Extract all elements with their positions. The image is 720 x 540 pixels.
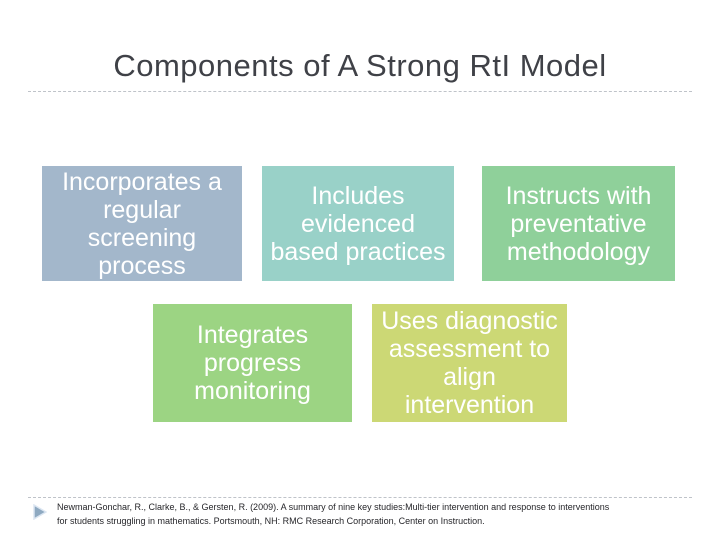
arrow-bullet-icon [33, 504, 47, 520]
component-box-preventative-methodology: Instructs with preventative methodology [482, 166, 675, 281]
component-box-label: Incorporates a regular screening process [62, 167, 222, 280]
component-box-screening: Incorporates a regular screening process [42, 166, 242, 281]
component-box-diagnostic-assessment: Uses diagnostic assessment to align inte… [372, 304, 567, 422]
component-box-evidence-practices: Includes evidenced based practices [262, 166, 454, 281]
component-box-label: Integrates progress monitoring [194, 321, 311, 405]
component-box-label: Uses diagnostic assessment to align inte… [381, 307, 558, 419]
footer-citation-row: Newman-Gonchar, R., Clarke, B., & Gerste… [33, 501, 693, 528]
component-box-progress-monitoring: Integrates progress monitoring [153, 304, 352, 422]
slide-title: Components of A Strong RtI Model [113, 48, 607, 83]
title-divider [28, 91, 692, 92]
citation-text: Newman-Gonchar, R., Clarke, B., & Gerste… [57, 502, 610, 526]
component-box-label: Includes evidenced based practices [270, 181, 446, 266]
footer-divider [28, 497, 692, 498]
component-box-label: Instructs with preventative methodology [505, 181, 652, 266]
